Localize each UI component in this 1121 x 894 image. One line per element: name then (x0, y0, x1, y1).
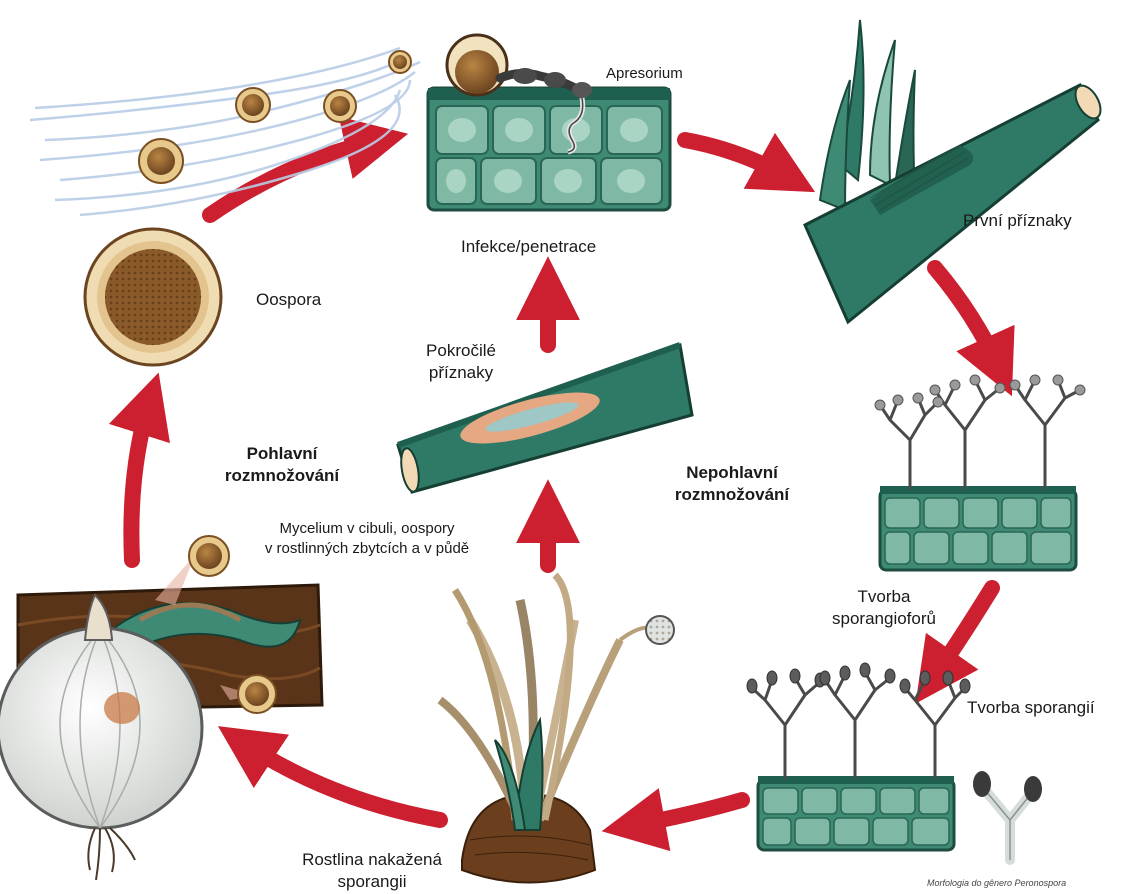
arrow-plant-to-onion (242, 742, 440, 820)
label-infection-penetration: Infekce/penetrace (461, 236, 596, 258)
label-mycelium: Mycelium v cibuli, oospory v rostlinných… (236, 519, 498, 559)
arrow-infection-to-first-symptoms (685, 140, 790, 178)
label-sexual-reproduction-line1: Pohlavní (212, 443, 352, 465)
infection-tissue-illustration (428, 35, 670, 210)
label-oospora: Oospora (256, 289, 321, 311)
label-sporangiophore-formation-line1: Tvorba (822, 586, 946, 608)
label-sexual-reproduction-line2: rozmnožování (212, 465, 352, 487)
oospora-illustration (85, 229, 221, 365)
label-infected-plant-line1: Rostlina nakažená (297, 849, 447, 871)
sporangiophores-illustration (875, 375, 1085, 570)
label-sporangiophore-formation-line2: sporangioforů (822, 608, 946, 630)
label-mycelium-line1: Mycelium v cibuli, oospory (236, 519, 498, 539)
label-first-symptoms: První příznaky (963, 210, 1072, 232)
arrow-oospora-to-infection (210, 140, 380, 215)
infected-plant-illustration (440, 575, 674, 883)
label-advanced-symptoms-line1: Pokročilé (418, 340, 504, 362)
image-credit: Morfologia do gênero Peronospora (927, 878, 1066, 889)
label-advanced-symptoms-line2: příznaky (418, 362, 504, 384)
wind-spores-illustration (30, 48, 420, 215)
label-asexual-reproduction-line1: Nepohlavní (662, 462, 802, 484)
label-asexual-reproduction: Nepohlavní rozmnožování (662, 462, 802, 506)
label-sporangiophore-formation: Tvorba sporangioforů (822, 586, 946, 630)
arrow-onion-to-oospora (131, 400, 150, 560)
arrow-first-symptoms-to-sporangiophores (935, 268, 1000, 370)
sporangia-illustration (747, 663, 1042, 860)
arrow-sporangia-to-plant (630, 800, 742, 826)
label-apresorium: Apresorium (606, 64, 683, 84)
soil-and-onion-illustration (0, 536, 322, 880)
label-sexual-reproduction: Pohlavní rozmnožování (212, 443, 352, 487)
first-symptoms-leaf-illustration (805, 20, 1106, 322)
label-advanced-symptoms: Pokročilé příznaky (418, 340, 504, 384)
label-infected-plant-line2: sporangii (297, 871, 447, 893)
label-asexual-reproduction-line2: rozmnožování (662, 484, 802, 506)
label-mycelium-line2: v rostlinných zbytcích a v půdě (236, 539, 498, 559)
label-sporangia-formation: Tvorba sporangií (967, 697, 1095, 719)
label-infected-plant: Rostlina nakažená sporangii (297, 849, 447, 893)
